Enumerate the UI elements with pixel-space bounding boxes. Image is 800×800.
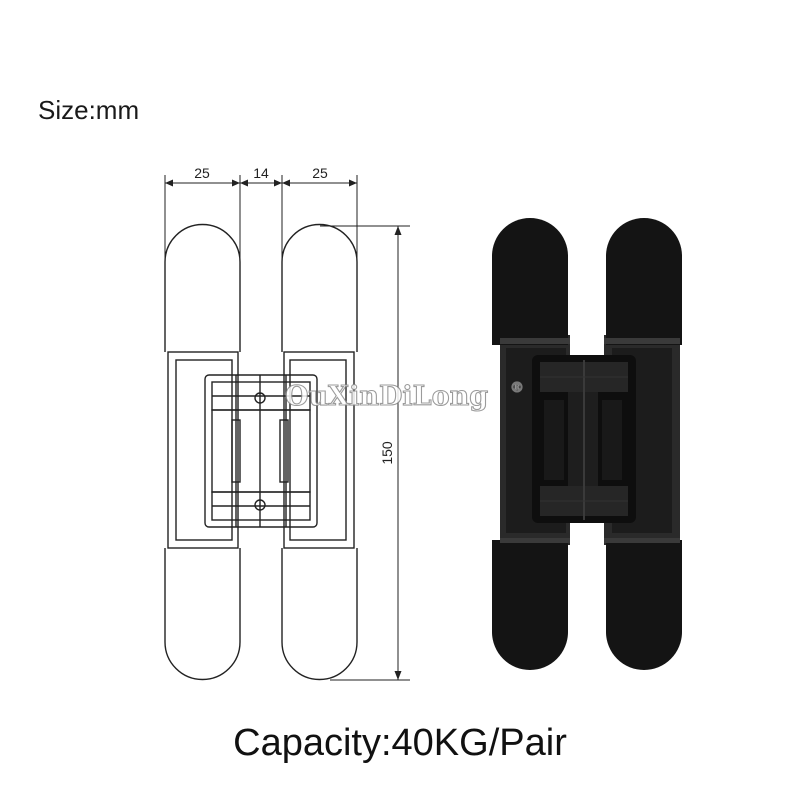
- dim-height: 150: [379, 441, 395, 465]
- top-left-leaf-outline: [164, 223, 241, 352]
- watermark-text: OuXinDiLong: [285, 381, 488, 412]
- hinge-line-drawing: [164, 223, 358, 681]
- bottom-left-leaf-outline: [164, 548, 241, 681]
- dim-right-leaf-width: 25: [312, 165, 328, 181]
- hinge-photo: [492, 218, 682, 670]
- dim-gap-width: 14: [253, 165, 269, 181]
- dim-left-leaf-width: 25: [194, 165, 210, 181]
- left-mount-frame: [167, 351, 239, 549]
- top-left-black-leaf: [492, 218, 568, 345]
- center-mechanism: [204, 374, 318, 528]
- bottom-left-black-leaf: [492, 540, 568, 670]
- registered-mark: ®: [510, 380, 524, 396]
- right-mount-frame: [283, 351, 355, 549]
- capacity-label: Capacity:40KG/Pair: [233, 722, 567, 764]
- bottom-right-black-leaf: [606, 540, 682, 670]
- top-right-black-leaf: [606, 218, 682, 345]
- size-unit-label: Size:mm: [38, 95, 140, 125]
- bottom-right-leaf-outline: [281, 548, 358, 681]
- top-right-leaf-outline: [281, 223, 358, 352]
- dimension-lines: [164, 175, 410, 681]
